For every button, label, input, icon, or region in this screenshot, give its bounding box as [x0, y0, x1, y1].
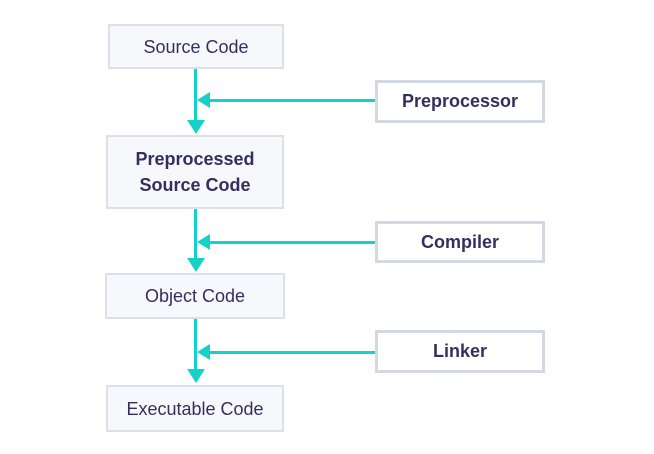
node-source-code: Source Code — [108, 24, 284, 69]
arrow-source-to-preprocessed-line — [194, 69, 197, 121]
node-object-code: Object Code — [105, 273, 285, 319]
arrow-compiler-line — [209, 241, 375, 244]
node-linker: Linker — [375, 330, 545, 373]
node-preprocessor: Preprocessor — [375, 80, 545, 123]
node-preprocessed-source-code: Preprocessed Source Code — [106, 135, 284, 209]
node-source-code-label: Source Code — [143, 36, 249, 57]
node-executable-code: Executable Code — [106, 385, 284, 432]
arrow-object-to-executable-line — [194, 319, 197, 370]
arrow-preprocessed-to-object-line — [194, 209, 197, 259]
arrow-linker-line — [209, 351, 375, 354]
arrow-preprocessor-line — [209, 99, 375, 102]
node-compiler-label: Compiler — [420, 231, 499, 252]
arrow-linker-head-icon — [197, 344, 210, 360]
node-linker-label: Linker — [432, 341, 488, 361]
arrow-object-to-executable-head-icon — [187, 369, 205, 383]
node-preprocessed-source-code-label: Preprocessed Source Code — [135, 149, 255, 195]
arrow-source-to-preprocessed-head-icon — [187, 120, 205, 134]
node-preprocessor-label: Preprocessor — [401, 91, 519, 111]
node-compiler: Compiler — [375, 221, 545, 263]
arrow-preprocessed-to-object-head-icon — [187, 258, 205, 272]
node-object-code-label: Object Code — [144, 286, 246, 306]
node-executable-code-label: Executable Code — [126, 398, 264, 419]
arrow-compiler-head-icon — [197, 234, 210, 250]
arrow-preprocessor-head-icon — [197, 92, 210, 108]
